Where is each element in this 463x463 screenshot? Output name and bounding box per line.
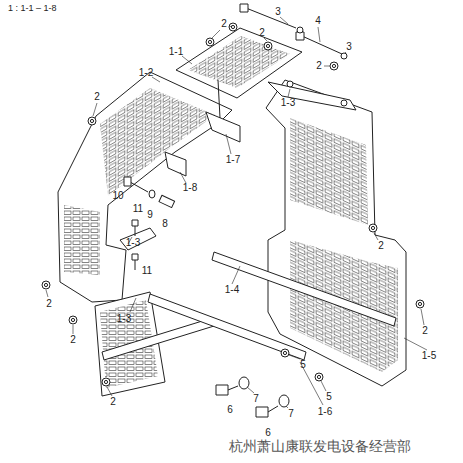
nut-bore	[283, 351, 286, 354]
callout-number: 1-6	[318, 407, 332, 417]
callout-number: 2	[221, 19, 227, 29]
nut	[229, 23, 237, 31]
nut	[264, 42, 272, 50]
callout-number: 2	[378, 241, 384, 251]
callout-number: 1-8	[183, 183, 197, 193]
nut-bore	[317, 375, 320, 378]
nut	[42, 281, 50, 289]
callout-number: 2	[110, 397, 116, 407]
callout-number: 6	[227, 405, 233, 415]
nut-bore	[104, 380, 107, 383]
nut	[416, 300, 424, 308]
callout-number: 2	[259, 28, 265, 38]
nut-bore	[371, 226, 374, 229]
watermark: 杭州萧山康联发电设备经营部	[229, 439, 411, 453]
callout-number: 2	[316, 61, 322, 71]
nut-bore	[208, 40, 211, 43]
nut	[69, 316, 77, 324]
nut-bore	[90, 119, 93, 122]
nut-bore	[266, 44, 269, 47]
callout-number: 4	[315, 16, 321, 26]
callout-number: 1-7	[226, 155, 240, 165]
figure-title: 1 : 1-1 – 1-8	[8, 3, 57, 13]
callout-number: 3	[275, 7, 281, 17]
nut	[281, 349, 289, 357]
nut-bore	[332, 64, 335, 67]
callout-number: 11	[133, 204, 143, 214]
nut	[315, 373, 323, 381]
callout-number: 8	[162, 219, 168, 229]
callout-number: 2	[70, 335, 76, 345]
callout-number: 1-3	[281, 98, 295, 108]
callout-number: 5	[326, 392, 332, 402]
callout-number: 2	[46, 299, 52, 309]
nut	[88, 117, 96, 125]
callout-number: 3	[346, 42, 352, 52]
callout-number: 1-5	[422, 351, 436, 361]
callout-number: 7	[253, 394, 259, 404]
nut-bore	[418, 302, 421, 305]
nut-bore	[44, 283, 47, 286]
callout-number: 5	[300, 360, 306, 370]
callout-number: 2	[94, 92, 100, 102]
callout-number: 9	[147, 210, 153, 220]
nut	[330, 62, 338, 70]
callout-number: 7	[288, 409, 294, 419]
nut	[102, 378, 110, 386]
nut	[369, 224, 377, 232]
callout-number: 1-3	[117, 314, 131, 324]
callout-number: 1-1	[169, 47, 183, 57]
callout-number: 1-2	[139, 68, 153, 78]
nut-bore	[71, 318, 74, 321]
nut	[206, 38, 214, 46]
callout-number: 6	[265, 428, 271, 438]
callout-number: 1-3	[126, 238, 140, 248]
callout-number: 11	[142, 266, 152, 276]
callout-number: 1-4	[225, 285, 239, 295]
callout-number: 2	[422, 326, 428, 336]
callout-number: 10	[112, 191, 123, 201]
